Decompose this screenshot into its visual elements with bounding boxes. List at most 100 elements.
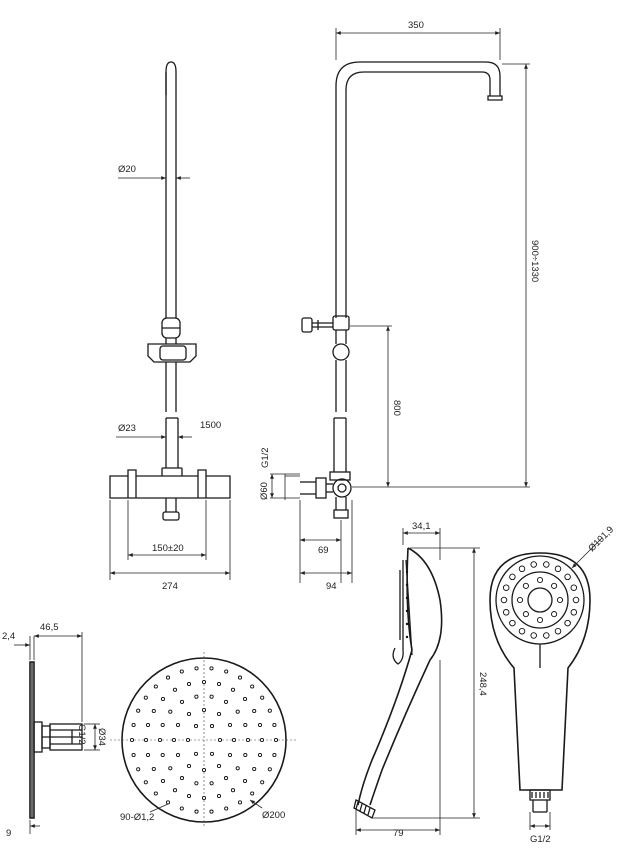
hand-nozzles	[500, 561, 580, 639]
hand-nozzle	[556, 596, 564, 604]
nozzle	[201, 767, 207, 773]
hand-nozzle	[536, 576, 544, 584]
head-front-view: 90-Ø1,2 Ø200	[110, 652, 298, 828]
nozzle	[201, 679, 207, 685]
nozzle	[209, 751, 215, 756]
height-800-label: 800	[391, 400, 402, 416]
rail-diameter-label: Ø20	[118, 164, 136, 175]
nozzle	[194, 694, 199, 699]
nozzle	[267, 767, 272, 772]
hand-diameter-label: Ø101,9	[586, 524, 616, 554]
nozzle	[168, 709, 173, 714]
nozzle	[257, 752, 263, 758]
total-height-label: 1500	[200, 420, 221, 431]
connection-label: G1/2	[260, 447, 271, 468]
nozzle	[179, 776, 185, 781]
hand-length-label: 248,4	[477, 672, 488, 696]
nozzle	[157, 737, 163, 743]
nozzle	[168, 766, 173, 771]
nozzle	[175, 722, 181, 728]
nozzle	[160, 696, 166, 702]
hand-nozzle	[543, 561, 550, 568]
side-view-column: 350 900÷1330 800	[259, 20, 540, 592]
front-view-column: Ø20 Ø23 1500 150±20 274	[109, 61, 231, 592]
hand-nozzle	[509, 573, 516, 581]
hand-nozzle	[530, 561, 537, 568]
hand-nozzle	[570, 609, 578, 616]
nozzle	[242, 778, 248, 784]
rail-top	[165, 61, 177, 318]
nozzles-label: 90-Ø1,2	[120, 812, 154, 823]
nozzle	[230, 687, 236, 692]
depth-94-label: 94	[326, 581, 337, 592]
nozzle	[237, 675, 243, 680]
nozzle	[136, 708, 141, 713]
nozzle	[186, 793, 192, 799]
nozzle	[260, 695, 265, 700]
overhead-arm-label: 350	[408, 20, 424, 31]
nozzle	[201, 707, 207, 713]
nozzle	[179, 699, 185, 704]
nozzle	[223, 776, 229, 781]
nozzle	[186, 763, 192, 769]
nozzle	[243, 722, 248, 728]
nozzle	[243, 752, 248, 758]
nozzle	[160, 778, 166, 784]
nozzle	[259, 737, 265, 743]
arm-diameter-label: Ø34	[96, 728, 107, 746]
nozzle	[201, 795, 207, 801]
nozzle	[194, 809, 199, 814]
hand-nozzle	[522, 611, 529, 618]
hand-nozzle	[551, 611, 558, 618]
nozzle	[143, 695, 148, 700]
head-depth-label: 46,5	[40, 622, 59, 633]
hand-nozzle	[502, 584, 510, 591]
nozzle	[151, 708, 156, 714]
nozzle	[129, 737, 135, 743]
nozzle	[273, 737, 279, 743]
nozzle	[216, 681, 222, 687]
nozzle	[235, 766, 240, 771]
nozzle	[252, 708, 257, 714]
nozzle	[237, 800, 243, 805]
nozzle	[153, 684, 158, 689]
nozzle	[209, 781, 214, 786]
nozzle	[250, 684, 255, 689]
nozzle	[172, 788, 178, 793]
nozzle	[216, 763, 222, 769]
head-nozzles	[129, 666, 279, 814]
diverter-diameter-label: Ø60	[259, 482, 270, 500]
nozzle	[242, 696, 248, 702]
nozzle	[131, 752, 136, 758]
height-range-label: 900÷1330	[529, 240, 540, 282]
nozzle	[194, 666, 199, 671]
nozzle	[209, 809, 214, 814]
thermostat-body	[109, 467, 231, 521]
hand-nozzle	[564, 619, 571, 627]
nozzle	[165, 800, 171, 805]
hand-nozzle	[570, 584, 578, 591]
nozzle	[160, 752, 165, 758]
hand-nozzle	[516, 596, 524, 604]
nozzle	[153, 791, 158, 796]
hand-width-label: 79	[393, 828, 404, 839]
nozzle	[209, 724, 215, 729]
nozzle	[245, 737, 251, 743]
nozzle	[145, 752, 151, 758]
nozzle	[257, 722, 263, 728]
depth-69-label: 69	[318, 545, 329, 556]
nozzle	[136, 767, 141, 772]
nozzle	[267, 708, 272, 713]
nozzle	[216, 793, 222, 799]
nozzle	[193, 751, 199, 756]
pipe-diameter-label: Ø23	[118, 423, 136, 434]
nozzle	[209, 694, 214, 699]
nozzle	[235, 709, 240, 714]
nozzle	[209, 666, 214, 671]
nozzle	[160, 722, 165, 728]
side-slider	[301, 315, 350, 361]
nozzle	[186, 681, 192, 687]
nozzle	[224, 806, 229, 811]
hand-nozzle	[554, 627, 562, 635]
